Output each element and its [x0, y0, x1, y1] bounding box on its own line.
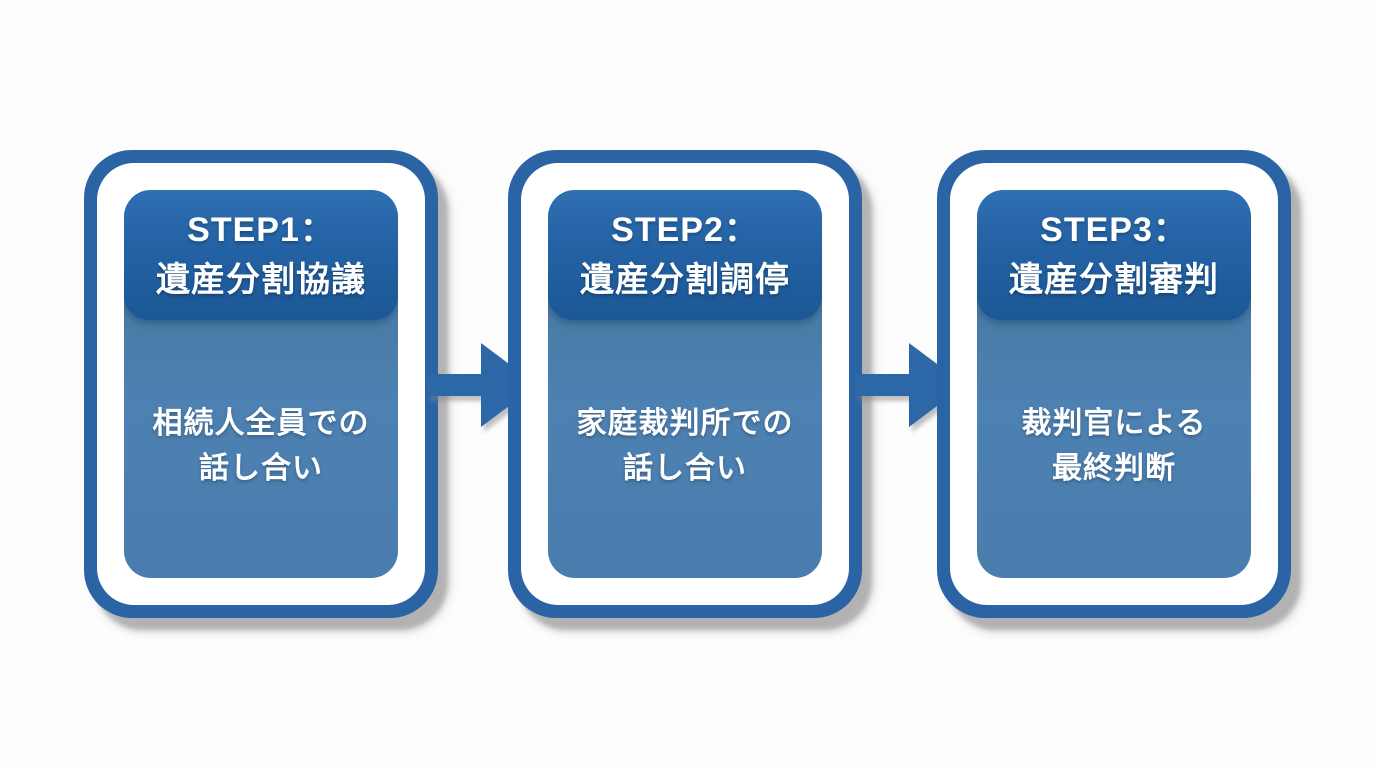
- step-3-card: STEP3： 遺産分割審判 裁判官による 最終判断: [937, 150, 1291, 618]
- step-3-header-line2: 遺産分割審判: [1009, 261, 1219, 299]
- step-3-panel: STEP3： 遺産分割審判 裁判官による 最終判断: [977, 190, 1251, 578]
- step-2-body-line2: 話し合い: [623, 452, 747, 485]
- step-2-header-line2: 遺産分割調停: [580, 261, 790, 299]
- step-3-header-line1: STEP3：: [1040, 211, 1188, 249]
- step-2-header-line1: STEP2：: [611, 211, 759, 249]
- step-1-header-line2: 遺産分割協議: [156, 261, 366, 299]
- step-3-body: 裁判官による 最終判断: [977, 320, 1251, 578]
- step-2-card: STEP2： 遺産分割調停 家庭裁判所での 話し合い: [508, 150, 862, 618]
- step-3-body-line2: 最終判断: [1052, 452, 1176, 485]
- step-2-body: 家庭裁判所での 話し合い: [548, 320, 822, 578]
- step-2-panel: STEP2： 遺産分割調停 家庭裁判所での 話し合い: [548, 190, 822, 578]
- step-1-body-line2: 話し合い: [199, 452, 323, 485]
- arrow-right-icon: [855, 343, 965, 427]
- step-1-body: 相続人全員での 話し合い: [124, 320, 398, 578]
- step-3-body-line1: 裁判官による: [1021, 407, 1207, 440]
- step-2-header: STEP2： 遺産分割調停: [548, 190, 822, 320]
- step-1-panel: STEP1： 遺産分割協議 相続人全員での 話し合い: [124, 190, 398, 578]
- flow-arrow-2: [855, 342, 965, 428]
- flow-arrow-1: [427, 342, 537, 428]
- step-1-header-line1: STEP1：: [187, 211, 335, 249]
- step-3-header: STEP3： 遺産分割審判: [977, 190, 1251, 320]
- arrow-right-icon: [427, 343, 537, 427]
- step-1-card: STEP1： 遺産分割協議 相続人全員での 話し合い: [84, 150, 438, 618]
- step-1-header: STEP1： 遺産分割協議: [124, 190, 398, 320]
- step-2-body-line1: 家庭裁判所での: [576, 407, 794, 440]
- step-2-white-ring: STEP2： 遺産分割調停 家庭裁判所での 話し合い: [521, 163, 849, 605]
- step-1-white-ring: STEP1： 遺産分割協議 相続人全員での 話し合い: [97, 163, 425, 605]
- step-1-body-line1: 相続人全員での: [152, 407, 370, 440]
- step-3-white-ring: STEP3： 遺産分割審判 裁判官による 最終判断: [950, 163, 1278, 605]
